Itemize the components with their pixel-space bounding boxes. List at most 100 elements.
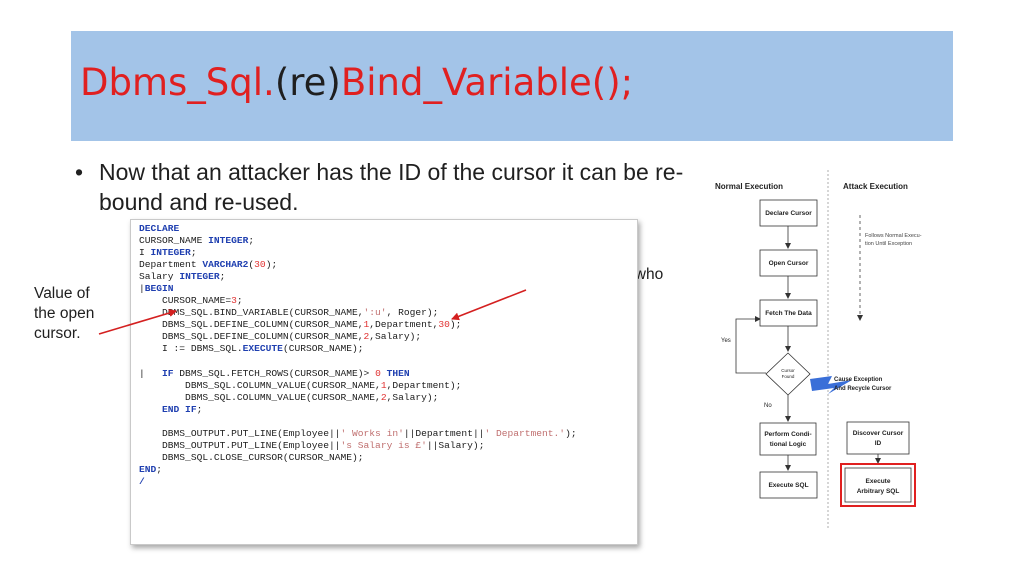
code-token: ; xyxy=(236,295,243,307)
code-token: 0 xyxy=(375,367,381,379)
code-token: DBMS_SQL.BIND_VARIABLE(CURSOR_NAME, xyxy=(139,307,364,319)
flowchart-normal-heading: Normal Execution xyxy=(715,182,783,191)
code-token: ); xyxy=(565,427,577,439)
code-token: CURSOR_NAME= xyxy=(139,295,232,307)
arrow-to-cursor-name xyxy=(98,309,177,335)
code-token: DBMS_SQL.DEFINE_COLUMN(CURSOR_NAME, xyxy=(139,331,364,343)
code-token: ||Department|| xyxy=(403,427,485,439)
code-token: 2 xyxy=(363,331,370,343)
code-line: DBMS_OUTPUT.PUT_LINE(Employee||' Works i… xyxy=(139,428,637,440)
code-token: VARCHAR2 xyxy=(202,259,249,271)
code-token: INTEGER xyxy=(179,271,220,283)
code-token: ,Department); xyxy=(386,379,462,391)
lightning-bolt-icon xyxy=(810,376,852,394)
flow-box-open xyxy=(759,249,818,277)
follows-text: Follows Normal Execu- xyxy=(865,233,922,239)
code-token: DBMS_SQL.DEFINE_COLUMN(CURSOR_NAME, xyxy=(139,319,364,331)
code-token: ' Works in' xyxy=(340,427,404,439)
title-part-2: (re) xyxy=(274,61,341,104)
code-token: 1 xyxy=(363,319,370,331)
code-token: CURSOR_NAME xyxy=(139,235,209,247)
code-line: DBMS_OUTPUT.PUT_LINE(Employee||'s Salary… xyxy=(139,440,637,452)
flow-box-perform xyxy=(759,422,817,456)
code-token: ; xyxy=(190,247,197,259)
box-label: Discover Cursor xyxy=(853,430,904,437)
box-label: Execute SQL xyxy=(768,482,808,489)
code-line: DBMS_SQL.COLUMN_VALUE(CURSOR_NAME,1,Depa… xyxy=(139,380,637,392)
box-label: Execute xyxy=(866,478,891,485)
code-token: Department xyxy=(139,259,203,271)
box-label: Arbitrary SQL xyxy=(857,488,900,495)
code-line: DBMS_SQL.COLUMN_VALUE(CURSOR_NAME,2,Sala… xyxy=(139,392,637,404)
flow-box-fetch xyxy=(759,299,818,327)
code-token: ; xyxy=(156,463,163,475)
code-line: DBMS_SQL.BIND_VARIABLE(CURSOR_NAME,':u',… xyxy=(139,307,637,319)
annotation-line: Value of xyxy=(34,285,90,302)
code-token: 1 xyxy=(380,379,387,391)
code-line: Department VARCHAR2(30); xyxy=(139,259,637,271)
code-token: EXECUTE xyxy=(242,343,283,355)
diamond-label: Cursor xyxy=(781,368,795,373)
highlight-box xyxy=(840,463,916,507)
code-token: / xyxy=(139,475,145,487)
bullet-point: • Now that an attacker has the ID of the… xyxy=(75,157,685,217)
code-line: DBMS_SQL.DEFINE_COLUMN(CURSOR_NAME,1,Dep… xyxy=(139,319,637,331)
code-line: | IF DBMS_SQL.FETCH_ROWS(CURSOR_NAME)> 0… xyxy=(139,368,637,380)
code-token: ,Department, xyxy=(369,319,439,331)
diamond-label: Found xyxy=(782,374,795,379)
code-token: ); xyxy=(265,259,278,271)
cause-label: Cause Exception xyxy=(834,377,883,383)
code-token: 's Salary is £' xyxy=(340,439,427,451)
code-token: I xyxy=(139,247,151,259)
code-token: | xyxy=(139,283,145,295)
code-line: DBMS_SQL.DEFINE_COLUMN(CURSOR_NAME,2,Sal… xyxy=(139,331,637,343)
code-token: (CURSOR_NAME); xyxy=(282,343,364,355)
no-label: No xyxy=(764,403,772,409)
flowchart-attack-heading: Attack Execution xyxy=(843,182,908,191)
code-token: ; xyxy=(219,271,226,283)
code-token: DBMS_SQL.COLUMN_VALUE(CURSOR_NAME, xyxy=(139,391,381,403)
code-token: ; xyxy=(196,403,203,415)
box-label: Open Cursor xyxy=(769,260,809,267)
flow-diamond xyxy=(765,352,811,396)
yes-label: Yes xyxy=(721,338,731,344)
flowchart: Normal Execution Attack Execution Follow… xyxy=(715,170,922,530)
code-line: / xyxy=(139,476,637,488)
box-label: Declare Cursor xyxy=(765,210,812,217)
flow-box-arbitrary xyxy=(844,467,912,503)
slide-title: Dbms_Sql.(re)Bind_Variable(); xyxy=(80,59,633,107)
title-part-1: Dbms_Sql. xyxy=(80,61,275,104)
code-token: ); xyxy=(449,319,462,331)
annotation-cursor-value: Value of the open cursor. xyxy=(34,284,94,344)
code-token: , Roger); xyxy=(386,307,439,319)
code-token: DBMS_SQL.CLOSE_CURSOR(CURSOR_NAME); xyxy=(139,451,364,463)
code-token: ,Salary); xyxy=(386,391,439,403)
code-line: CURSOR_NAME INTEGER; xyxy=(139,235,637,247)
yes-loop-arrow xyxy=(735,316,766,374)
title-part-3: Bind_Variable(); xyxy=(340,61,634,104)
follows-text: tion Until Exception xyxy=(865,241,912,247)
code-line: DBMS_SQL.CLOSE_CURSOR(CURSOR_NAME); xyxy=(139,452,637,464)
box-label: tional Logic xyxy=(770,441,807,448)
code-token: IF xyxy=(162,367,174,379)
code-token: ':u' xyxy=(363,307,387,319)
cause-label: And Recycle Cursor xyxy=(834,386,892,392)
flow-box-declare xyxy=(759,199,818,227)
code-token: ; xyxy=(248,235,255,247)
code-token: ( xyxy=(248,259,255,271)
code-token: BEGIN xyxy=(144,283,174,295)
code-line: CURSOR_NAME=3; xyxy=(139,295,637,307)
bullet-text: Now that an attacker has the ID of the c… xyxy=(99,159,684,215)
box-label: ID xyxy=(875,440,882,447)
code-token: END xyxy=(139,463,157,475)
code-line: DECLARE xyxy=(139,223,637,235)
flow-box-discover xyxy=(846,421,910,455)
code-token: ||Salary); xyxy=(426,439,485,451)
code-token: 30 xyxy=(254,259,266,271)
code-token: 2 xyxy=(380,391,387,403)
code-line: I INTEGER; xyxy=(139,247,637,259)
code-line: Salary INTEGER; xyxy=(139,271,637,283)
code-token: ' Department.' xyxy=(484,427,566,439)
